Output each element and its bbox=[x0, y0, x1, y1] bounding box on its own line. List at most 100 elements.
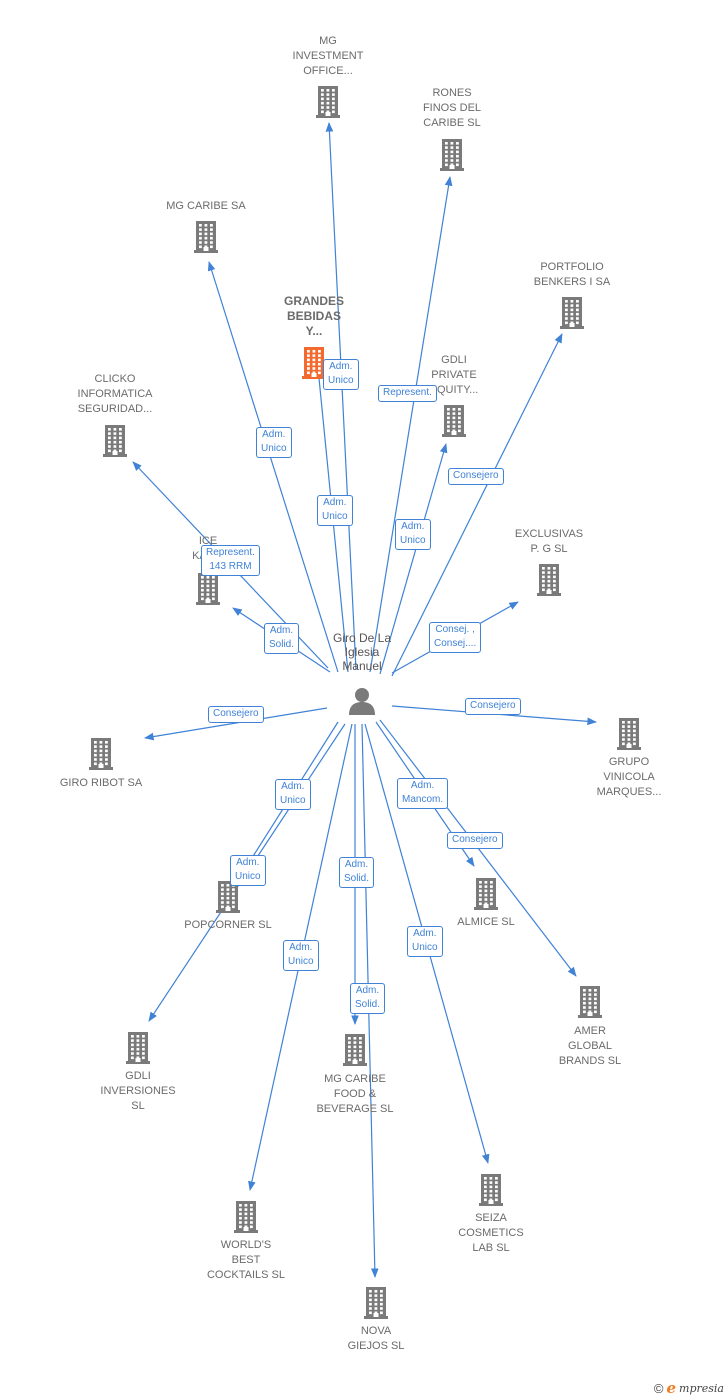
company-name-line: LAB SL bbox=[472, 1242, 510, 1254]
relation-label-portfolio-benkers[interactable]: Consejero bbox=[448, 468, 504, 485]
relation-label-line: Solid. bbox=[269, 639, 295, 650]
relation-label-line: Adm. bbox=[344, 859, 369, 870]
company-name-line: BEST bbox=[231, 1254, 261, 1266]
building-icon[interactable] bbox=[315, 84, 341, 123]
company-name-line: OFFICE... bbox=[303, 65, 353, 77]
company-name-mg-caribe[interactable]: MG CARIBE SA bbox=[136, 199, 276, 214]
company-name-line: ALMICE SL bbox=[457, 916, 515, 928]
relation-label-line: Adm. bbox=[281, 781, 305, 792]
building-icon[interactable] bbox=[363, 1285, 389, 1324]
company-name-line: MG CARIBE bbox=[324, 1073, 386, 1085]
building-icon[interactable] bbox=[439, 137, 465, 176]
relation-label-line: Unico bbox=[280, 795, 306, 806]
person-icon[interactable] bbox=[347, 686, 377, 721]
company-name-line: ICE bbox=[198, 535, 218, 547]
relation-label-line: Consej. , bbox=[435, 624, 475, 635]
relation-label-line: Consejero bbox=[453, 470, 499, 481]
company-name-line: MG CARIBE SA bbox=[166, 200, 246, 212]
company-name-line: GIEJOS SL bbox=[347, 1340, 405, 1352]
building-icon[interactable] bbox=[233, 1199, 259, 1238]
relation-label-giro-ribot[interactable]: Consejero bbox=[208, 706, 264, 723]
relation-label-line: Adm. bbox=[413, 928, 437, 939]
building-icon[interactable] bbox=[125, 1030, 151, 1069]
company-name-line: NOVA bbox=[360, 1325, 392, 1337]
company-name-almice[interactable]: ALMICE SL bbox=[416, 915, 556, 930]
building-icon[interactable] bbox=[215, 879, 241, 918]
relation-label-gdli-inversiones[interactable]: Adm.Unico bbox=[230, 855, 266, 886]
company-name-nova-giejos[interactable]: NOVA GIEJOS SL bbox=[306, 1324, 446, 1354]
relation-label-worlds-best[interactable]: Adm.Unico bbox=[283, 940, 319, 971]
relation-label-rones-finos[interactable]: Represent. bbox=[378, 385, 437, 402]
company-name-line: PRIVATE bbox=[431, 369, 477, 381]
relation-label-amer-global[interactable]: Consejero bbox=[447, 832, 503, 849]
relation-line-gdli-private bbox=[379, 443, 448, 675]
person-name-line: Iglesia bbox=[344, 645, 380, 659]
company-name-line: SEIZA bbox=[475, 1212, 507, 1224]
company-name-line: POPCORNER SL bbox=[184, 919, 272, 931]
company-name-gdli-private[interactable]: GDLI PRIVATE EQUITY... bbox=[384, 353, 524, 398]
relation-label-grandes-bebidas[interactable]: Adm.Unico bbox=[317, 495, 353, 526]
relation-label-line: Adm. bbox=[323, 497, 347, 508]
relation-label-line: Adm. bbox=[410, 780, 435, 791]
building-icon[interactable] bbox=[88, 736, 114, 775]
building-icon[interactable] bbox=[473, 876, 499, 915]
person-name-line: Giro De La bbox=[332, 631, 392, 645]
relation-label-mg-caribe-food[interactable]: Adm. Solid. bbox=[339, 857, 375, 888]
building-icon[interactable] bbox=[193, 219, 219, 258]
company-name-popcorner[interactable]: POPCORNER SL bbox=[158, 918, 298, 933]
relation-label-gdli-private[interactable]: Adm.Unico bbox=[395, 519, 431, 550]
company-name-line: GDLI bbox=[441, 354, 467, 366]
relation-label-line: Represent. bbox=[383, 387, 432, 398]
company-name-line: GIRO RIBOT SA bbox=[59, 777, 143, 789]
relation-label-ice-kar[interactable]: Adm.Solid. bbox=[264, 623, 300, 654]
company-name-portfolio-benkers[interactable]: PORTFOLIO BENKERS I SA bbox=[502, 260, 642, 290]
building-icon[interactable] bbox=[342, 1032, 368, 1071]
company-name-line: GLOBAL bbox=[567, 1040, 613, 1052]
relation-label-nova-giejos[interactable]: Adm.Solid. bbox=[350, 983, 386, 1014]
building-icon[interactable] bbox=[536, 562, 562, 601]
relation-label-almice[interactable]: Adm.Mancom. bbox=[397, 778, 449, 809]
relation-label-popcorner[interactable]: Adm. Unico bbox=[275, 779, 311, 810]
building-icon[interactable] bbox=[441, 403, 467, 442]
company-name-line: MARQUES... bbox=[596, 786, 662, 798]
company-name-giro-ribot[interactable]: GIRO RIBOT SA bbox=[31, 776, 171, 791]
company-name-line: WORLD'S bbox=[220, 1239, 272, 1251]
building-icon[interactable] bbox=[616, 716, 642, 755]
company-name-line: INVESTMENT bbox=[292, 50, 364, 62]
building-icon[interactable] bbox=[559, 295, 585, 334]
company-name-line: INFORMATICA bbox=[77, 388, 153, 400]
relation-label-seiza[interactable]: Adm.Unico bbox=[407, 926, 443, 957]
building-icon[interactable] bbox=[102, 423, 128, 462]
company-name-seiza[interactable]: SEIZA COSMETICS LAB SL bbox=[421, 1211, 561, 1256]
building-icon[interactable] bbox=[478, 1172, 504, 1211]
company-name-line: FOOD & bbox=[333, 1088, 377, 1100]
company-name-line: INVERSIONES bbox=[100, 1085, 176, 1097]
relation-label-mg-investment[interactable]: Adm.Unico bbox=[323, 359, 359, 390]
relation-label-exclusivas[interactable]: Consej. ,Consej.... bbox=[429, 622, 482, 653]
company-name-line: COSMETICS bbox=[458, 1227, 524, 1239]
relation-label-grupo-vinicola[interactable]: Consejero bbox=[465, 698, 521, 715]
relation-label-line: Consejero bbox=[213, 708, 259, 719]
building-icon[interactable] bbox=[301, 345, 327, 384]
building-icon[interactable] bbox=[195, 571, 221, 610]
company-name-line: BENKERS I SA bbox=[533, 276, 611, 288]
relation-label-line: Solid. bbox=[344, 873, 370, 884]
relation-label-line: Unico bbox=[261, 443, 287, 454]
relation-label-line: Unico bbox=[400, 535, 426, 546]
relation-label-clicko[interactable]: Represent.143 RRM bbox=[201, 545, 260, 576]
company-name-line: PORTFOLIO bbox=[540, 261, 604, 273]
relation-label-mg-caribe[interactable]: Adm.Unico bbox=[256, 427, 292, 458]
company-name-line: EQUITY... bbox=[429, 384, 479, 396]
building-icon[interactable] bbox=[577, 984, 603, 1023]
